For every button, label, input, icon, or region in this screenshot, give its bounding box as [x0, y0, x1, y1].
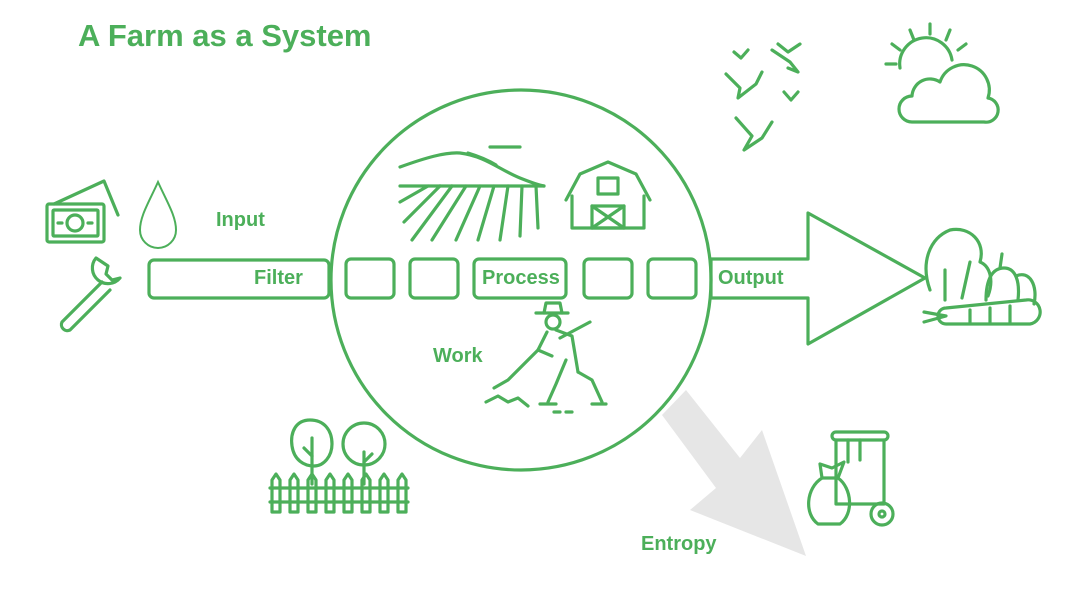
- sun-cloud-icon: [884, 22, 1000, 124]
- water-drop-icon: [138, 179, 178, 249]
- process-box-1: [344, 257, 396, 300]
- diagram-title: A Farm as a System: [78, 18, 372, 53]
- process-box-4: [646, 257, 698, 300]
- farmer-icon: [484, 301, 608, 414]
- field-icon: [398, 145, 546, 242]
- output-arrow: [709, 211, 927, 346]
- money-icon: [45, 179, 120, 244]
- filter-label: Filter: [254, 267, 303, 289]
- filter-bar: [147, 258, 331, 300]
- input-label: Input: [216, 209, 265, 231]
- process-box-3: [582, 257, 634, 300]
- process-box-main: [472, 257, 568, 300]
- barn-icon: [564, 160, 652, 230]
- work-label: Work: [433, 345, 483, 367]
- process-label: Process: [482, 267, 560, 289]
- output-label: Output: [718, 267, 784, 289]
- vegetables-icon: [922, 227, 1042, 326]
- trees-fence-icon: [268, 418, 410, 514]
- waste-bin-icon: [807, 430, 895, 527]
- birds-icon: [724, 42, 802, 152]
- entropy-arrow: [662, 390, 806, 556]
- process-box-2: [408, 257, 460, 300]
- wrench-icon: [59, 256, 122, 333]
- entropy-label: Entropy: [641, 533, 717, 555]
